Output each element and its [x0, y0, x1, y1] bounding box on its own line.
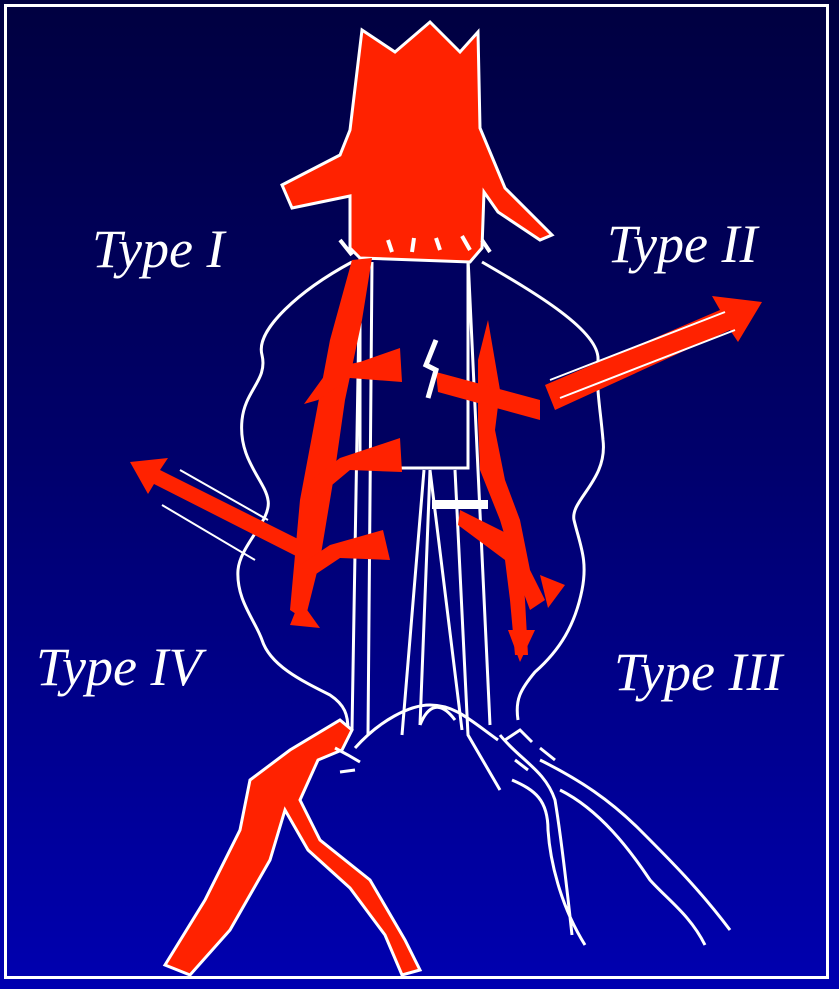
- type3-arrow-head: [508, 630, 535, 662]
- type4-label: Type IV: [36, 640, 201, 694]
- distal-left-stent-markers: [335, 748, 360, 772]
- graft-crossbar: [432, 500, 488, 509]
- type4-long-arrow: [130, 458, 300, 556]
- left-iliac-artery: [165, 720, 420, 975]
- type1-label: Type I: [92, 222, 224, 276]
- type3-label: Type III: [614, 645, 782, 699]
- type2-long-arrow: [545, 296, 762, 410]
- right-iliac-artery: [500, 735, 730, 945]
- aorta-proximal: [282, 22, 552, 262]
- type2-label: Type II: [607, 217, 757, 271]
- right-branch-arrow-head: [540, 575, 565, 608]
- graft-bifurcation-outline: [355, 705, 498, 748]
